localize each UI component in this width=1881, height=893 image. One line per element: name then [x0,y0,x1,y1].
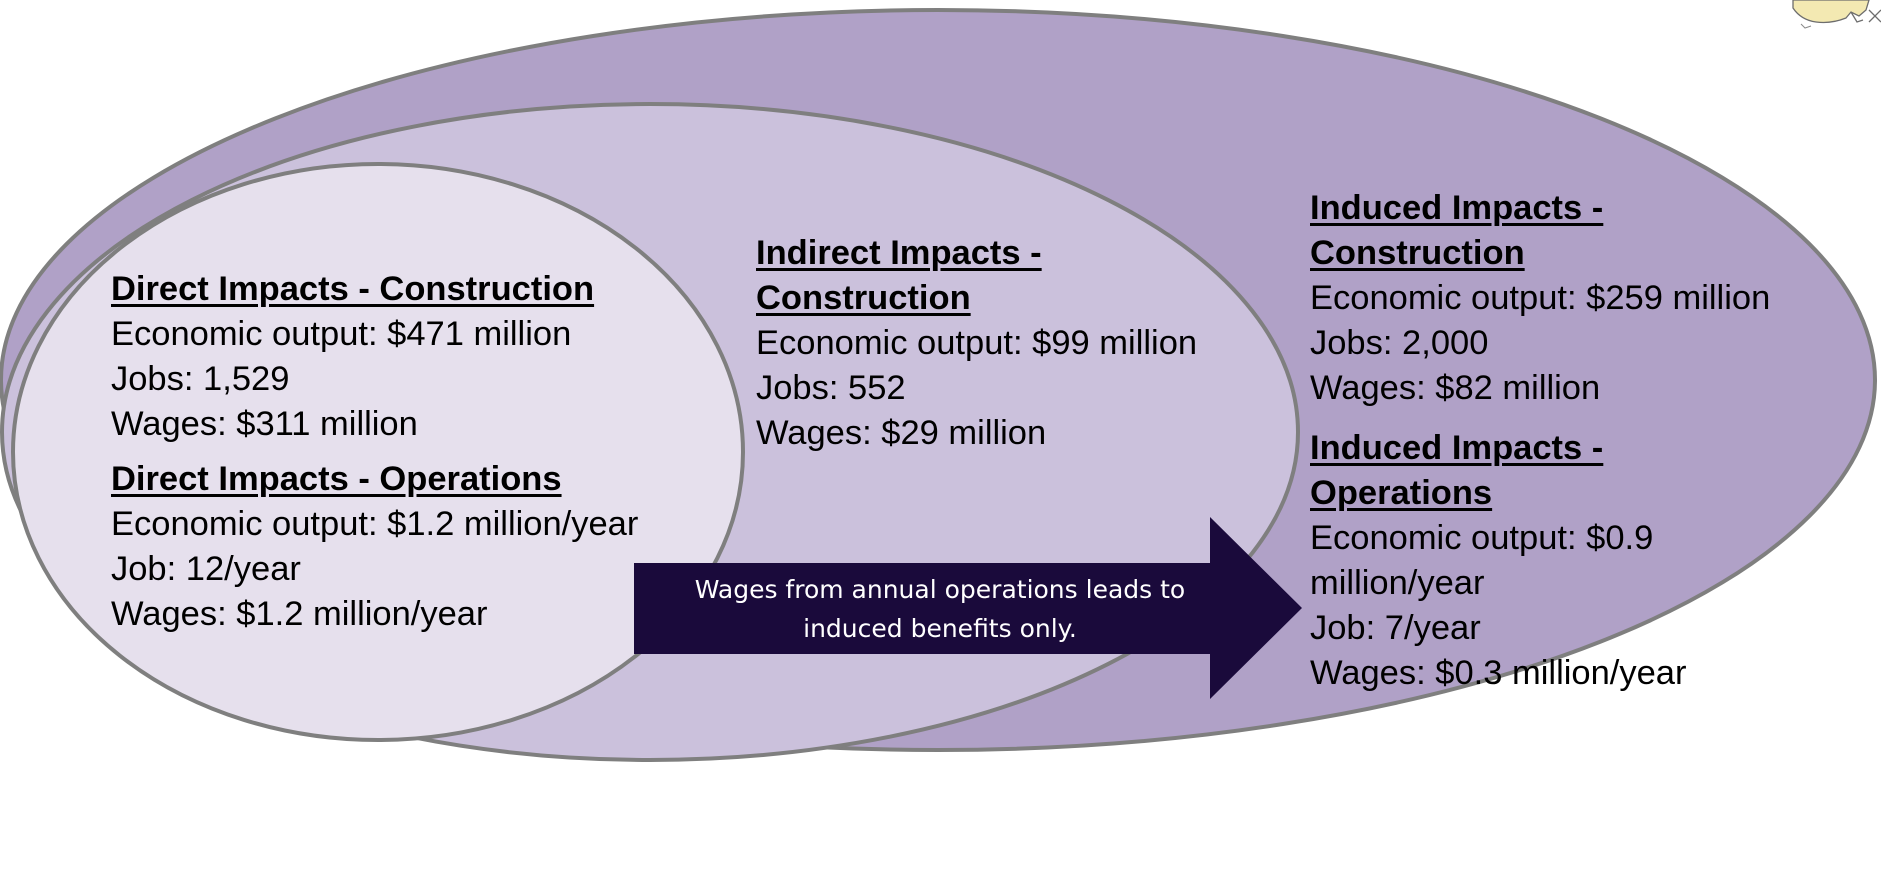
induced-construction-heading-line2: Construction [1310,234,1525,272]
indirect-construction-heading-line2: Construction [756,279,971,317]
induced-operations-heading-line2: Operations [1310,474,1493,512]
induced-construction-output: Economic output: $259 million [1310,279,1771,317]
indirect-construction-jobs: Jobs: 552 [756,369,906,407]
direct-impacts-ellipse [11,162,745,742]
arrow-caption-line2: induced benefits only. [803,614,1077,643]
induced-operations-output-line2: million/year [1310,564,1485,602]
direct-impacts-text: Direct Impacts - Construction Economic o… [111,267,638,637]
induced-operations-output-line1: Economic output: $0.9 [1310,519,1654,557]
induced-operations-wages: Wages: $0.3 million/year [1310,654,1687,692]
direct-operations-jobs: Job: 12/year [111,550,301,588]
map-fragment-icon [1792,0,1881,29]
direct-construction-wages: Wages: $311 million [111,405,418,443]
indirect-impacts-text: Indirect Impacts - Construction Economic… [756,231,1197,456]
indirect-construction-heading-line1: Indirect Impacts - [756,234,1042,272]
indirect-construction-wages: Wages: $29 million [756,414,1047,452]
induced-construction-heading-line1: Induced Impacts - [1310,189,1604,227]
direct-construction-heading: Direct Impacts - Construction [111,270,595,308]
induced-construction-wages: Wages: $82 million [1310,369,1601,407]
arrow-caption-line1: Wages from annual operations leads to [694,575,1186,604]
induced-operations-jobs: Job: 7/year [1310,609,1481,647]
direct-operations-output: Economic output: $1.2 million/year [111,505,639,543]
indirect-construction-output: Economic output: $99 million [756,324,1198,362]
induced-impacts-text: Induced Impacts - Construction Economic … [1310,186,1770,696]
direct-construction-jobs: Jobs: 1,529 [111,360,290,398]
direct-construction-output: Economic output: $471 million [111,315,572,353]
arrow-caption: Wages from annual operations leads to in… [640,570,1240,648]
operations-to-induced-arrow [634,517,1302,699]
induced-construction-jobs: Jobs: 2,000 [1310,324,1489,362]
direct-operations-wages: Wages: $1.2 million/year [111,595,488,633]
direct-operations-heading: Direct Impacts - Operations [111,460,562,498]
induced-operations-heading-line1: Induced Impacts - [1310,429,1604,467]
